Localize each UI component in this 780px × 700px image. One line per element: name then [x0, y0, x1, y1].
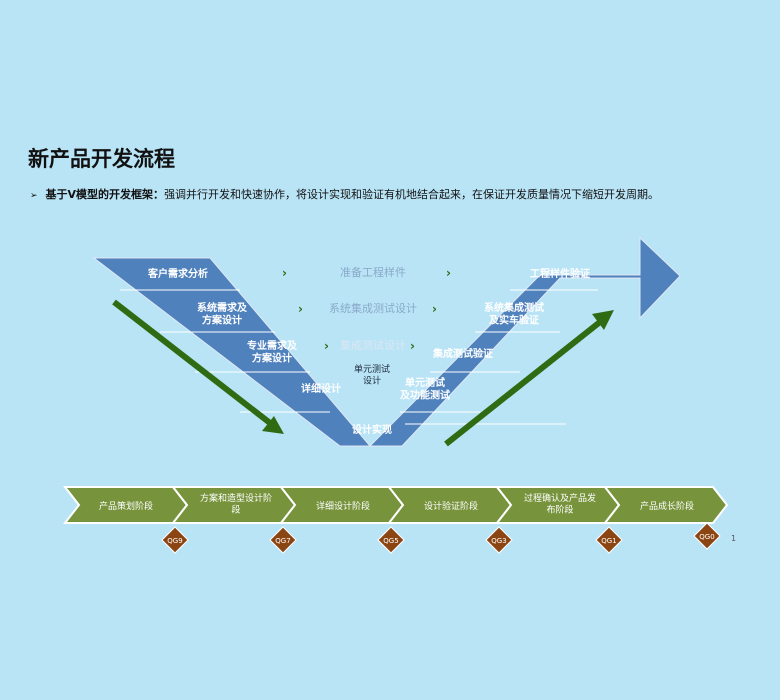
- gate-label-4: QG3: [491, 537, 506, 545]
- subtitle-bold: 基于V模型的开发框架：: [45, 188, 165, 201]
- label-line: 布阶段: [546, 503, 573, 515]
- gate-label-6: QG0: [699, 533, 714, 541]
- gate-label-3: QG5: [383, 537, 398, 545]
- gate-label-2: QG7: [275, 537, 290, 545]
- bottom-step: 设计实现: [352, 423, 392, 436]
- gate-label-5: QG1: [601, 537, 616, 545]
- gate-diamond-2: [269, 526, 297, 554]
- gate-diamond-4: [485, 526, 513, 554]
- page-subtitle: ➢ 基于V模型的开发框架：强调并行开发和快速协作，将设计实现和验证有机地结合起来，…: [30, 186, 659, 202]
- stage-label-3: 详细设计阶段: [316, 500, 370, 512]
- bullet-arrow-icon: ➢: [30, 191, 38, 201]
- middle-link-3: 集成测试设计: [340, 338, 406, 352]
- v-separators: [120, 289, 598, 425]
- middle-link-2: 系统集成测试设计: [329, 301, 417, 315]
- right-step-4: 单元测试及功能测试: [400, 376, 450, 402]
- label-line: 及功能测试: [400, 389, 450, 402]
- label-line: 设计: [363, 374, 381, 386]
- chevron-right-icon: ›: [446, 266, 451, 280]
- page-number: 1: [731, 534, 737, 543]
- stage-label-5: 过程确认及产品发布阶段: [524, 492, 596, 515]
- middle-link-1: 准备工程样件: [340, 265, 406, 279]
- stage-6: [602, 486, 729, 524]
- left-step-4: 详细设计: [301, 382, 341, 395]
- left-step-2: 系统需求及方案设计: [197, 301, 248, 327]
- left-step-3: 专业需求及方案设计: [247, 339, 298, 365]
- stage-label-1: 产品策划阶段: [99, 500, 153, 512]
- page-title: 新产品开发流程: [28, 147, 175, 171]
- left-step-1: 客户需求分析: [147, 267, 208, 280]
- stage-label-2: 方案和造型设计阶段: [200, 492, 272, 515]
- stage-label-6: 产品成长阶段: [640, 500, 694, 512]
- right-step-3: 集成测试验证: [432, 347, 493, 360]
- label-line: 方案设计: [202, 314, 242, 327]
- right-step-2: 系统集成测试及实车验证: [484, 301, 544, 327]
- label-line: 段: [231, 503, 240, 515]
- chevron-right-icon: ›: [410, 339, 415, 353]
- right-up-arrow: [444, 310, 614, 447]
- gate-label-1: QG9: [167, 537, 182, 545]
- chevron-right-icon: ›: [432, 302, 437, 316]
- gate-diamond-1: [161, 526, 189, 554]
- gate-diamond-6: [693, 522, 721, 550]
- label-line: 方案设计: [252, 352, 292, 365]
- gate-diamond-5: [595, 526, 623, 554]
- stage-timeline: [62, 486, 729, 524]
- chevron-right-icon: ›: [282, 266, 287, 280]
- left-down-arrow: [112, 299, 284, 434]
- stage-label-4: 设计验证阶段: [424, 500, 478, 512]
- middle-link-4: 单元测试设计: [354, 363, 390, 386]
- gate-diamond-3: [377, 526, 405, 554]
- right-step-1: 工程样件验证: [530, 267, 590, 280]
- chevron-right-icon: ›: [324, 339, 329, 353]
- chevron-right-icon: ›: [298, 302, 303, 316]
- subtitle-text: 强调并行开发和快速协作，将设计实现和验证有机地结合起来，在保证开发质量情况下缩短…: [164, 188, 660, 201]
- label-line: 及实车验证: [489, 314, 539, 327]
